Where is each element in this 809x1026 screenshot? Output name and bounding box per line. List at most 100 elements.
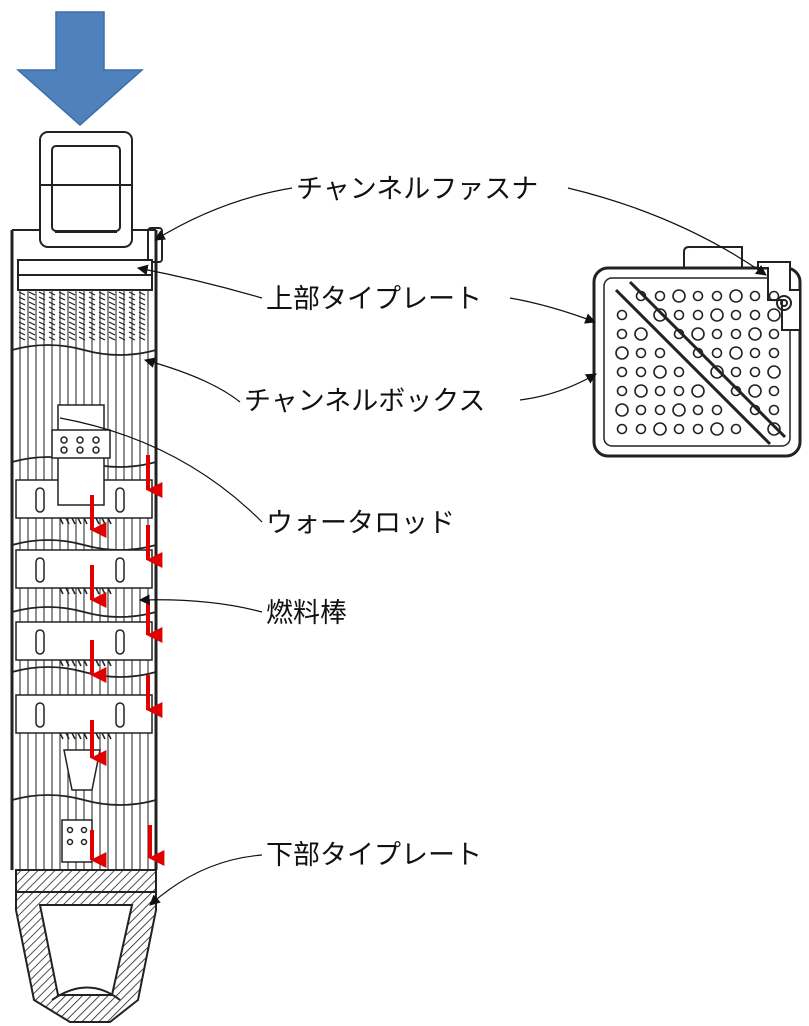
spring-coil xyxy=(98,336,106,341)
spring-coil xyxy=(88,301,96,306)
spring-coil xyxy=(38,336,46,341)
cross-section-rod xyxy=(673,366,685,378)
spring-coil xyxy=(48,296,56,301)
cross-section-rod xyxy=(673,423,685,435)
spring-coil xyxy=(38,331,46,336)
spring-coil xyxy=(68,336,76,341)
cross-section-rod xyxy=(730,309,742,321)
cross-section-rod xyxy=(767,422,781,436)
spring-coil xyxy=(18,311,26,316)
cross-section-rod xyxy=(653,422,667,436)
spring-coil xyxy=(48,336,56,341)
spring-coil xyxy=(118,301,126,306)
spring-coil xyxy=(128,311,136,316)
cross-section-rod xyxy=(692,423,704,435)
spring-coil xyxy=(88,331,96,336)
spacer-tooth xyxy=(83,587,88,595)
cross-section-rod xyxy=(749,290,761,302)
spring-coil xyxy=(68,301,76,306)
cross-section-rod xyxy=(673,385,685,397)
spring-coil xyxy=(128,291,136,296)
spacer-tooth xyxy=(83,659,88,667)
spring-coil xyxy=(48,301,56,306)
spring-coil xyxy=(28,316,36,321)
spring-coil xyxy=(108,336,116,341)
spring-coil xyxy=(128,316,136,321)
spring-coil xyxy=(78,326,86,331)
spring-coil xyxy=(48,316,56,321)
cross-section-rod xyxy=(749,347,761,359)
cross-section-rod xyxy=(710,308,724,322)
spring-coil xyxy=(58,321,66,326)
spring-coil xyxy=(138,316,146,321)
spring-coil xyxy=(38,311,46,316)
upper-tie-plate xyxy=(17,259,153,291)
spring-coil xyxy=(28,306,36,311)
spring-coil xyxy=(78,306,86,311)
cross-section-rod xyxy=(673,328,685,340)
spacer-tooth xyxy=(77,732,82,740)
spacer-tooth xyxy=(95,587,100,595)
cross-section-rod xyxy=(730,423,742,435)
spacer-slot xyxy=(115,629,125,655)
spacer-tooth xyxy=(65,732,70,740)
section-break xyxy=(11,794,157,806)
cross-section-rod xyxy=(748,384,762,398)
spacer-tooth xyxy=(77,517,82,525)
spacer-tooth xyxy=(59,732,64,740)
spring-coil xyxy=(128,326,136,331)
spring-coil xyxy=(58,301,66,306)
spacer-tooth xyxy=(71,517,76,525)
cross-section-rod xyxy=(729,346,743,360)
spring-coil xyxy=(118,331,126,336)
spring-coil xyxy=(88,306,96,311)
spacer-slot xyxy=(35,702,45,728)
spring-coil xyxy=(68,296,76,301)
spring-coil xyxy=(68,291,76,296)
spring-coil xyxy=(18,331,26,336)
spacer-tooth xyxy=(65,659,70,667)
spring-coil xyxy=(48,291,56,296)
spring-coil xyxy=(128,321,136,326)
spring-coil xyxy=(108,301,116,306)
spring-coil xyxy=(18,296,26,301)
spring-coil xyxy=(68,306,76,311)
spring-coil xyxy=(18,326,26,331)
spring-coil xyxy=(88,326,96,331)
cross-section-rod xyxy=(654,385,666,397)
spring-coil xyxy=(78,336,86,341)
spring-coil xyxy=(78,301,86,306)
spring-coil xyxy=(48,321,56,326)
cross-section-rod xyxy=(635,347,647,359)
section-break xyxy=(11,344,157,356)
cross-section-rod xyxy=(692,347,704,359)
cross-section-rod xyxy=(635,404,647,416)
spacer-tooth xyxy=(83,732,88,740)
spring-coil xyxy=(68,326,76,331)
cross-section-rod xyxy=(768,385,780,397)
spring-coil xyxy=(98,316,106,321)
spring-coil xyxy=(128,301,136,306)
spring-coil xyxy=(138,336,146,341)
cross-section-rod xyxy=(730,328,742,340)
label-lower-tie-plate: 下部タイプレート xyxy=(266,840,482,871)
spring-coil xyxy=(68,331,76,336)
spring-coil xyxy=(88,311,96,316)
spacer-tooth xyxy=(107,587,112,595)
spring-coil xyxy=(118,316,126,321)
cross-section-rod xyxy=(635,290,647,302)
cross-section-rod xyxy=(616,385,628,397)
section-break xyxy=(11,606,157,618)
cross-section-rods xyxy=(615,289,781,436)
spring-coil xyxy=(118,296,126,301)
spring-coil xyxy=(118,336,126,341)
spring-coil xyxy=(18,321,26,326)
label-channel-fastener: チャンネルファスナ xyxy=(296,174,539,205)
spring-coil xyxy=(118,306,126,311)
spring-coil xyxy=(98,306,106,311)
fuel-assembly-side-view xyxy=(10,131,163,870)
spring-coil xyxy=(128,336,136,341)
water-rod-body xyxy=(51,404,111,863)
section-breaks xyxy=(11,344,157,806)
spacer-slot xyxy=(35,487,45,513)
